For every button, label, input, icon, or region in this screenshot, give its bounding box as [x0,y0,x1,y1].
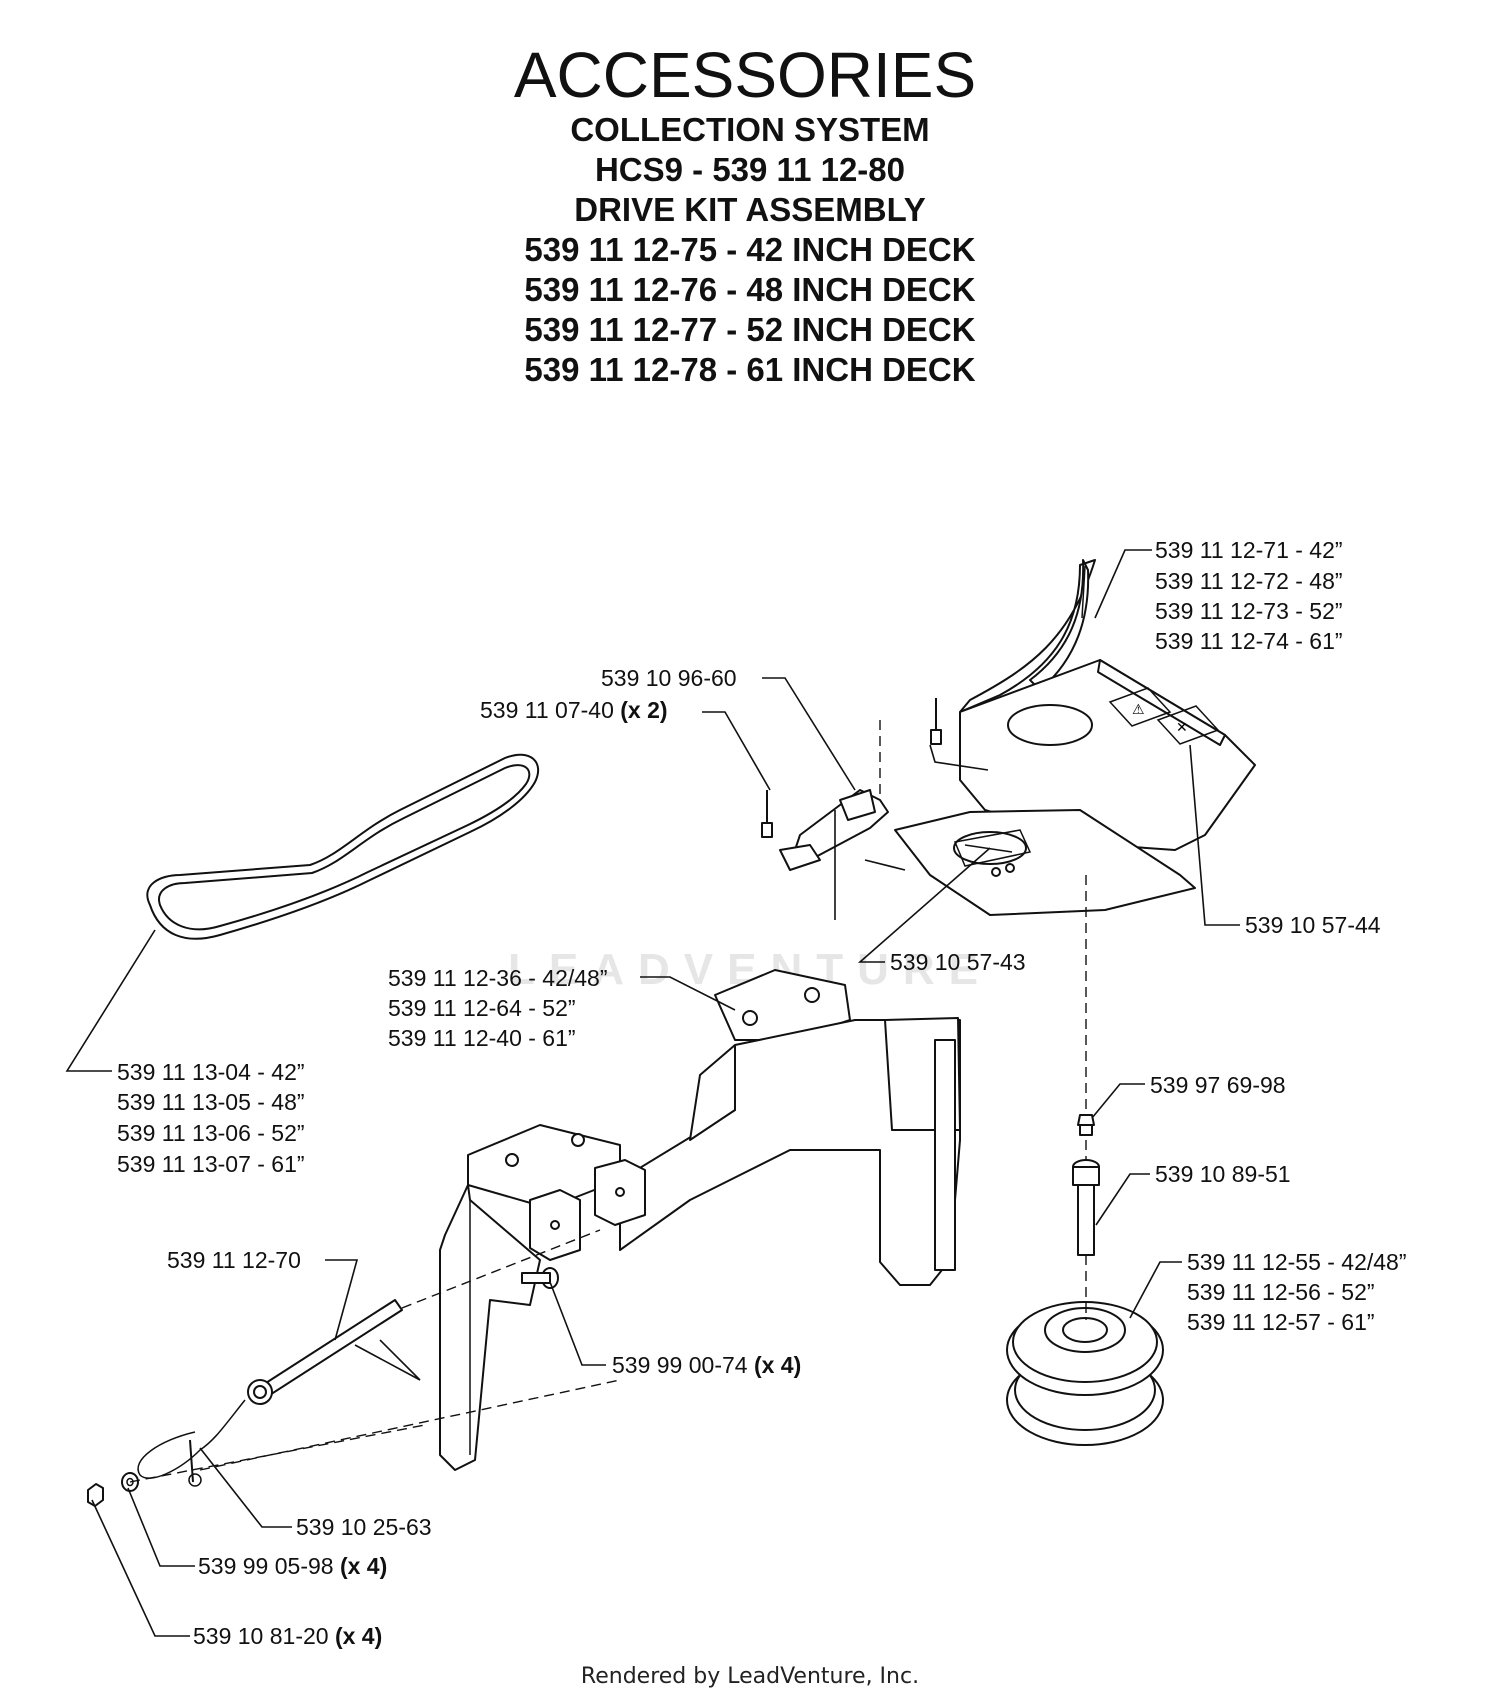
callout-bolt-qty: (x 4) [754,1352,801,1378]
title-block: ACCESSORIES COLLECTION SYSTEM HCS9 - 539… [0,40,1500,390]
pulley-part [1006,1301,1164,1446]
leader-latch [762,677,856,791]
callout-shield-52: 539 11 12-73 - 52” [1155,598,1343,624]
callout-belt-61: 539 11 13-07 - 61” [117,1151,305,1177]
nut-part [87,1483,104,1507]
callout-belt-52: 539 11 13-06 - 52” [117,1120,305,1146]
callout-pin-qty: (x 2) [620,697,667,723]
callout-nut: 539 10 81-20 (x 4) [193,1623,382,1649]
callout-nut-label: 539 10 81-20 (x 4) [193,1623,382,1649]
subtitle-line-7: 539 11 12-78 - 61 INCH DECK [524,351,976,388]
callout-pulley: 539 11 12-55 - 42/48” 539 11 12-56 - 52”… [1187,1249,1407,1335]
leader-belt [65,929,156,1072]
shaft-part [1072,1159,1100,1256]
callout-belt-48: 539 11 13-05 - 48” [117,1089,305,1115]
callout-shaft: 539 10 89-51 [1155,1161,1291,1187]
callout-rod: 539 11 12-70 [167,1247,301,1273]
callout-bracket: 539 11 12-36 - 42/48” 539 11 12-64 - 52”… [388,965,608,1051]
leader-decal-b [857,847,991,963]
callout-nut-number: 539 10 81-20 [193,1623,329,1649]
drive-belt-part [146,753,540,940]
callout-washer-number: 539 99 05-98 [198,1553,334,1579]
callout-washer-qty: (x 4) [340,1553,387,1579]
rod-part [247,1299,403,1405]
subtitle-line-4: 539 11 12-75 - 42 INCH DECK [524,231,976,268]
callout-lanyard: 539 10 25-63 [296,1514,432,1540]
leader-bolt [549,1281,606,1366]
leader-bracket [640,976,736,1011]
leader-shield [1094,549,1152,619]
lanyard-part [137,1399,246,1487]
footer-credit: Rendered by LeadVenture, Inc. [580,1664,920,1689]
callout-decal-b: 539 10 57-43 [890,949,1026,975]
callout-pulley-52: 539 11 12-56 - 52” [1187,1279,1375,1305]
subtitle-line-3: DRIVE KIT ASSEMBLY [574,191,926,228]
subtitle-line-6: 539 11 12-77 - 52 INCH DECK [524,311,976,348]
callout-latch: 539 10 96-60 [601,665,737,691]
warning-decal-icon: ⚠ [1132,701,1145,717]
page-title: ACCESSORIES [513,39,977,111]
subtitle-line-2: HCS9 - 539 11 12-80 [594,151,906,188]
callout-shield-48: 539 11 12-72 - 48” [1155,568,1343,594]
callout-pin-number: 539 11 07-40 [480,697,614,723]
callout-bolt-number: 539 99 00-74 [612,1352,748,1378]
callout-washer-label: 539 99 05-98 (x 4) [198,1553,387,1579]
callout-fitting: 539 97 69-98 [1150,1072,1286,1098]
callout-belt: 539 11 13-04 - 42” 539 11 13-05 - 48” 53… [117,1059,305,1177]
subtitle-line-5: 539 11 12-76 - 48 INCH DECK [524,271,976,308]
cross-decal-icon: ✕ [1176,719,1188,735]
callout-nut-qty: (x 4) [335,1623,382,1649]
callout-pulley-42-48: 539 11 12-55 - 42/48” [1187,1249,1407,1275]
pin-part [761,698,942,838]
callout-bolt-label: 539 99 00-74 (x 4) [612,1352,801,1378]
callout-belt-42: 539 11 13-04 - 42” [117,1059,305,1085]
callout-bracket-52: 539 11 12-64 - 52” [388,995,576,1021]
callout-shield: 539 11 12-71 - 42” 539 11 12-72 - 48” 53… [1155,537,1343,654]
callout-washer: 539 99 05-98 (x 4) [198,1553,387,1579]
leader-decal-a [1189,744,1240,926]
callout-pin: 539 11 07-40 (x 2) [480,697,668,723]
mounting-bracket-part [439,969,961,1471]
leader-pulley [1129,1261,1182,1319]
subtitle-line-1: COLLECTION SYSTEM [570,111,930,148]
callout-bracket-42-48: 539 11 12-36 - 42/48” [388,965,608,991]
callout-pin-label: 539 11 07-40 (x 2) [480,697,668,723]
discharge-shield-part: ⚠ ✕ [894,559,1256,916]
leader-washer [127,1487,195,1567]
leader-nut [91,1499,190,1637]
bolt-part [521,1267,559,1289]
leader-lanyard [199,1447,292,1528]
leader-fitting [1091,1083,1145,1119]
callout-shield-61: 539 11 12-74 - 61” [1155,628,1343,654]
grease-fitting-part [1077,1114,1095,1136]
leader-rod [325,1259,359,1341]
leader-shaft [1095,1173,1150,1226]
callout-pulley-61: 539 11 12-57 - 61” [1187,1309,1375,1335]
latch-part [779,789,889,871]
leader-pin [702,711,771,791]
callout-decal-a: 539 10 57-44 [1245,912,1381,938]
callout-bolt: 539 99 00-74 (x 4) [612,1352,801,1378]
callout-bracket-61: 539 11 12-40 - 61” [388,1025,576,1051]
callout-shield-42: 539 11 12-71 - 42” [1155,537,1343,563]
